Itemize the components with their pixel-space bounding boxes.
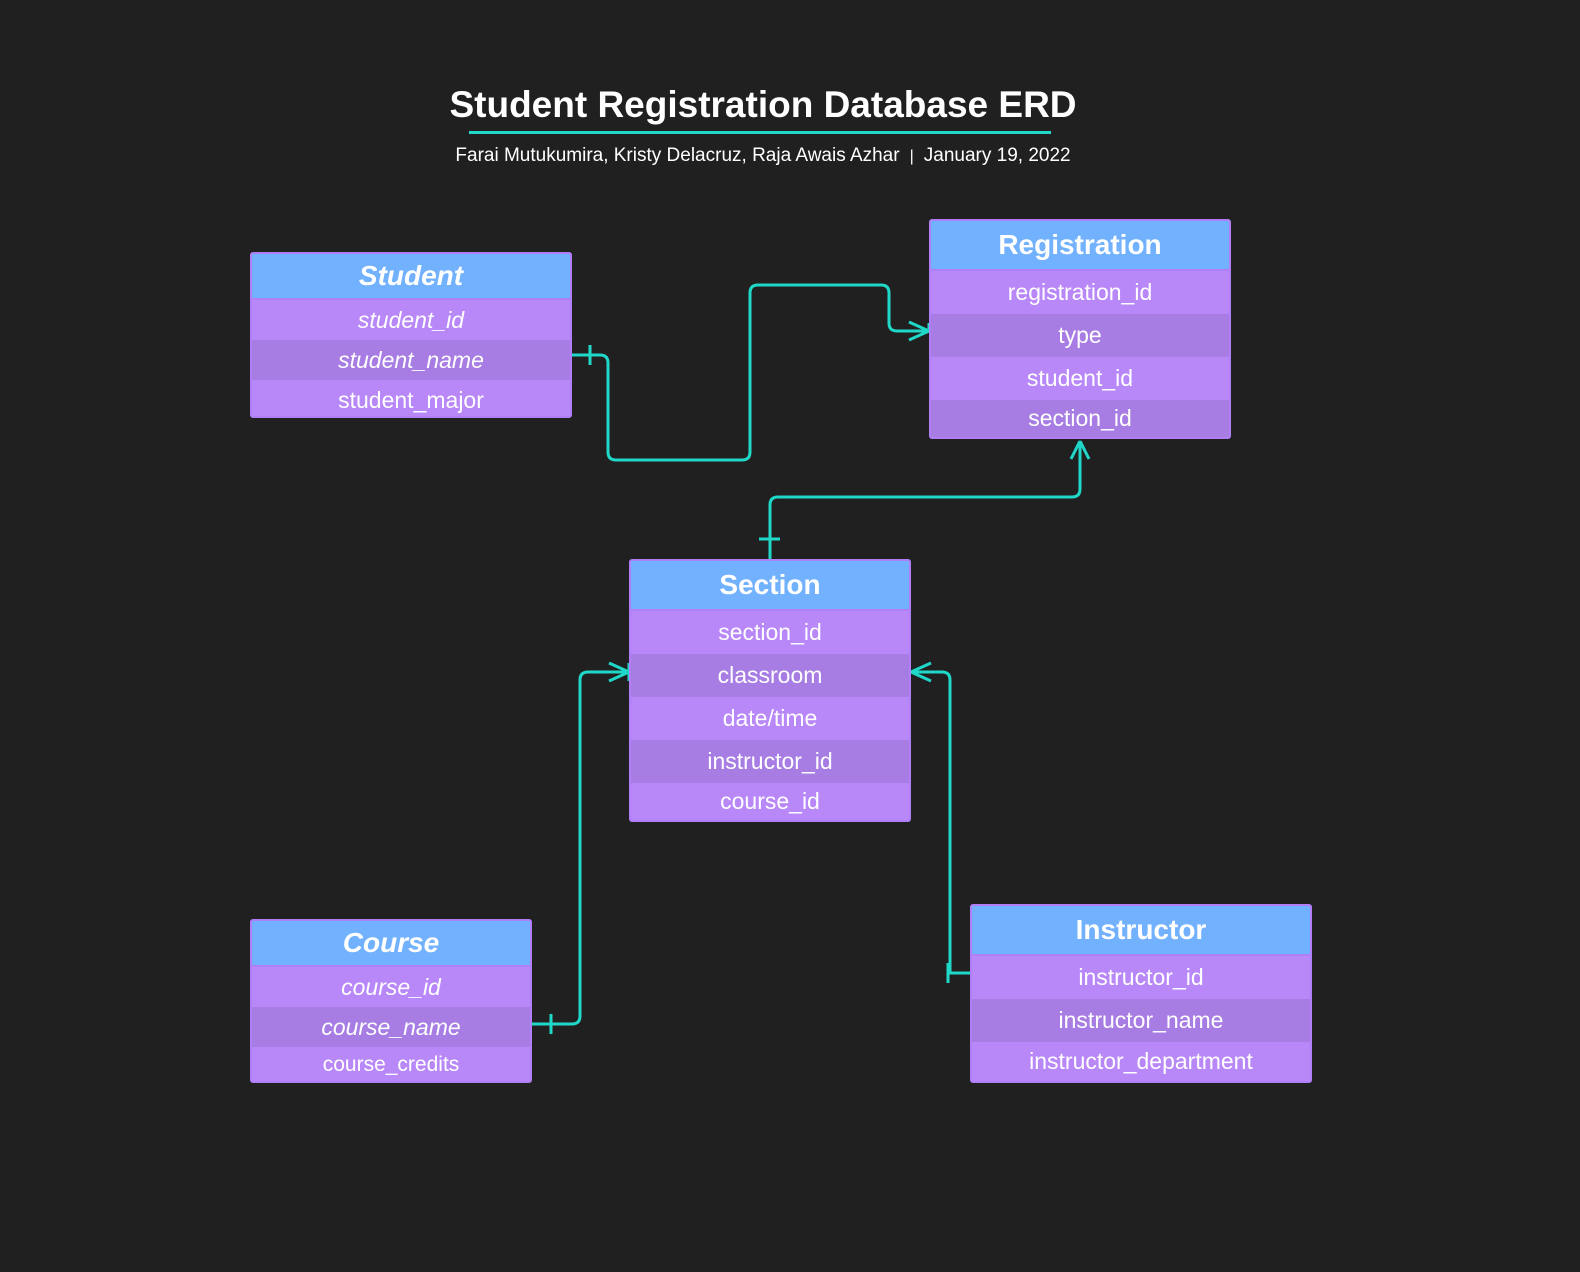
attribute-registration-id: registration_id [931, 271, 1229, 314]
attribute-section-id: section_id [631, 611, 909, 654]
attribute-course-credits: course_credits [252, 1047, 530, 1081]
entity-title-registration: Registration [931, 221, 1229, 271]
connector-student-registration [568, 283, 929, 462]
attribute-instructor-department: instructor_department [972, 1042, 1310, 1081]
attribute-registration-section-id: section_id [931, 400, 1229, 437]
crowfoot-section-left [608, 661, 631, 683]
entity-course[interactable]: Course course_id course_name course_cred… [250, 919, 532, 1083]
entity-student[interactable]: Student student_id student_name student_… [250, 252, 572, 418]
title-underline [469, 131, 1051, 134]
attribute-instructor-id: instructor_id [972, 956, 1310, 999]
byline-separator: | [909, 148, 914, 165]
attribute-course-id: course_id [252, 967, 530, 1007]
attribute-date-time: date/time [631, 697, 909, 740]
attribute-student-id: student_id [252, 300, 570, 340]
attribute-section-course-id: course_id [631, 783, 909, 820]
entity-registration[interactable]: Registration registration_id type studen… [929, 219, 1231, 439]
attribute-registration-student-id: student_id [931, 357, 1229, 400]
entity-title-course: Course [252, 921, 530, 967]
connector-section-registration [768, 441, 1082, 559]
attribute-classroom: classroom [631, 654, 909, 697]
attribute-student-name: student_name [252, 340, 570, 380]
entity-instructor[interactable]: Instructor instructor_id instructor_name… [970, 904, 1312, 1083]
crowfoot-section-right [910, 661, 932, 683]
attribute-course-name: course_name [252, 1007, 530, 1047]
entity-title-section: Section [631, 561, 909, 611]
entity-title-instructor: Instructor [972, 906, 1310, 956]
crowfoot-registration-type [908, 320, 931, 342]
connector-instructor-section [911, 670, 970, 975]
attribute-section-instructor-id: instructor_id [631, 740, 909, 783]
connector-course-section [529, 670, 629, 1026]
date: January 19, 2022 [923, 145, 1071, 166]
authors: Farai Mutukumira, Kristy Delacruz, Raja … [455, 145, 900, 166]
attribute-instructor-name: instructor_name [972, 999, 1310, 1042]
crowfoot-registration-bottom [1069, 440, 1091, 460]
attribute-type: type [931, 314, 1229, 357]
attribute-student-major: student_major [252, 380, 570, 416]
entity-section[interactable]: Section section_id classroom date/time i… [629, 559, 911, 822]
byline: Farai Mutukumira, Kristy Delacruz, Raja … [0, 145, 1526, 167]
entity-title-student: Student [252, 254, 570, 300]
page-title: Student Registration Database ERD [449, 84, 1077, 125]
